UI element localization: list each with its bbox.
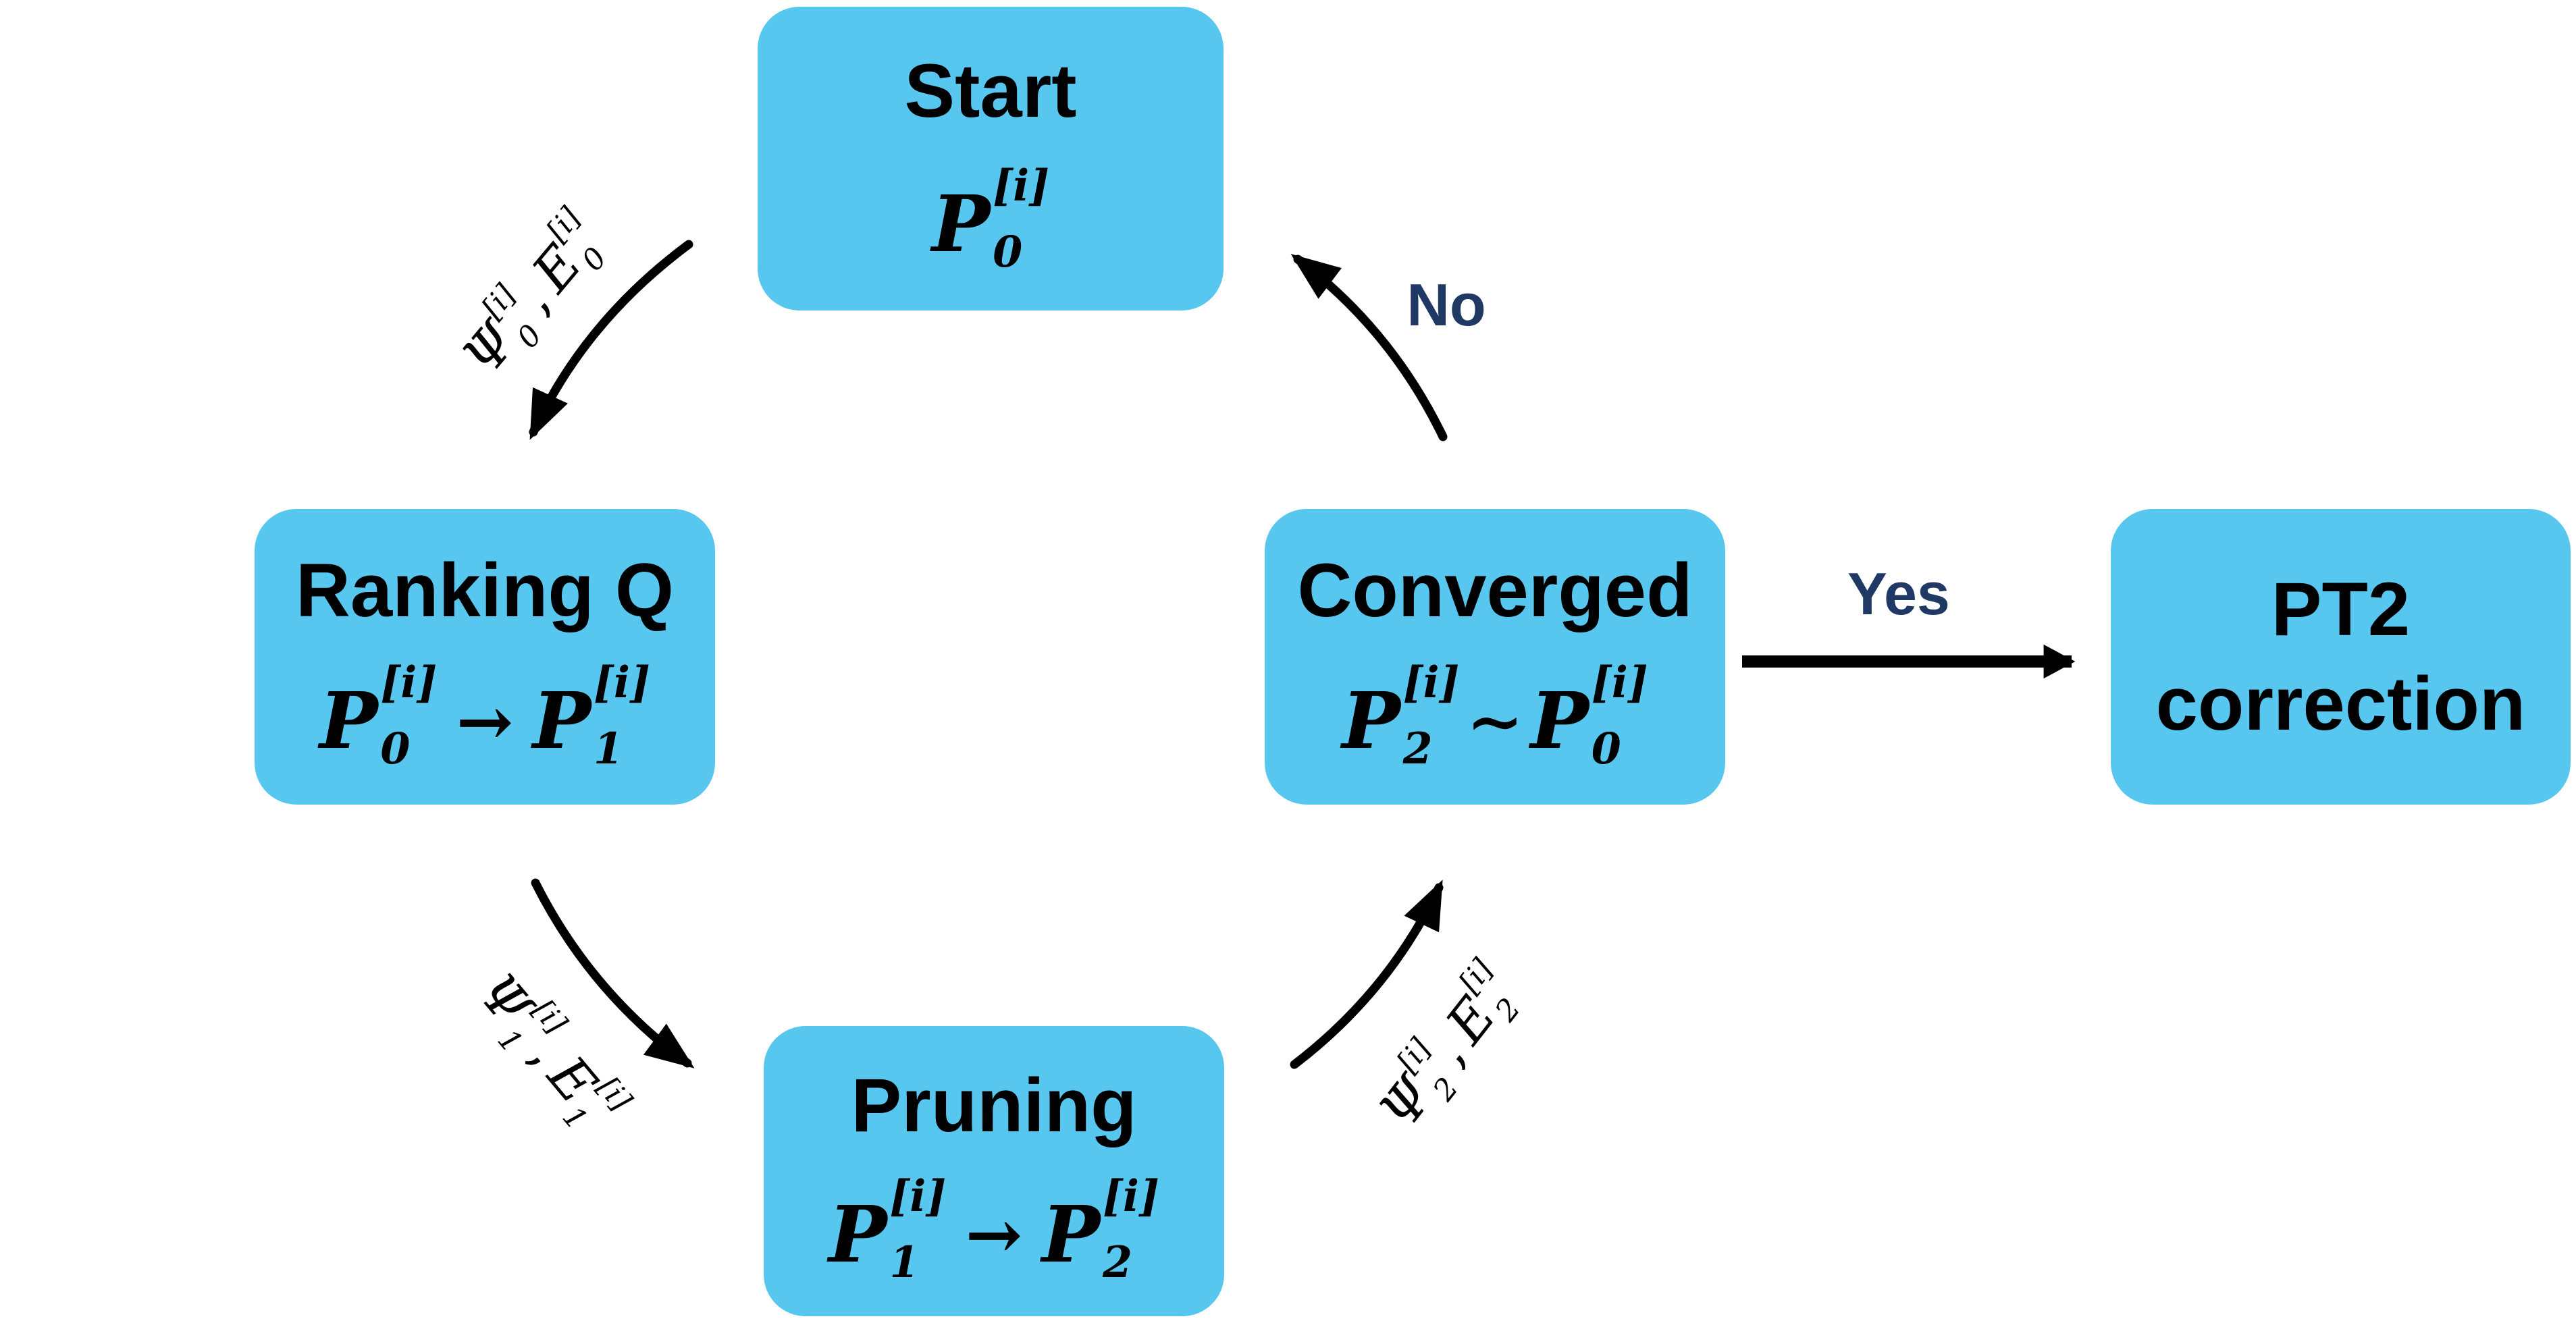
math-scripts: [i] 1 <box>889 1170 947 1287</box>
node-ranking-q: Ranking Q P[i]0 → P[i]1 <box>255 509 715 805</box>
node-pruning-formula: P[i]1 → P[i]2 <box>829 1174 1159 1284</box>
math-var: P <box>319 675 378 767</box>
math-var: P <box>1041 1189 1101 1280</box>
math-subscript: 1 <box>593 723 623 774</box>
math-superscript: [i] <box>593 657 650 707</box>
math-superscript: [i] <box>993 160 1050 211</box>
arrow-pruning-to-converged <box>1290 880 1444 1069</box>
math-superscript: [i] <box>1102 1170 1159 1221</box>
yes-label: Yes <box>1847 560 1950 627</box>
math-scripts: [i] 2 <box>1102 1170 1159 1287</box>
node-converged-title: Converged <box>1297 547 1693 632</box>
math-superscript: [i] <box>1591 657 1648 707</box>
math-subscript: 2 <box>1402 723 1433 774</box>
math-subscript: 0 <box>1591 723 1621 774</box>
math-scripts: [i] 0 <box>1591 657 1648 774</box>
math-superscript: [i] <box>1402 657 1460 707</box>
arrow-ranking-to-pruning <box>531 878 695 1069</box>
math-subscript: 2 <box>1102 1237 1132 1287</box>
math-superscript: [i] <box>380 657 438 707</box>
node-converged: Converged P[i]2 ∼ P[i]0 <box>1265 509 1725 805</box>
arrow-no-converged-to-start <box>1290 254 1448 441</box>
no-label: No <box>1407 271 1486 338</box>
node-start-title: Start <box>904 48 1077 133</box>
math-var: P <box>931 178 991 270</box>
math-superscript: [i] <box>889 1170 947 1221</box>
node-converged-formula: P[i]2 ∼ P[i]0 <box>1342 661 1648 770</box>
node-pt2-correction: PT2 correction <box>2111 509 2571 805</box>
node-pt2-title: PT2 correction <box>2155 567 2526 746</box>
arrow-operator: → <box>965 1194 1023 1275</box>
node-pruning-title: Pruning <box>851 1063 1137 1148</box>
node-ranking-title: Ranking Q <box>295 547 675 632</box>
math-var: P <box>829 1189 887 1280</box>
math-scripts: [i] 2 <box>1402 657 1460 774</box>
node-start: Start P[i]0 <box>758 7 1224 310</box>
math-var: P <box>532 675 592 767</box>
math-scripts: [i] 1 <box>593 657 650 774</box>
math-subscript: 0 <box>993 226 1023 277</box>
math-var: P <box>1530 675 1589 767</box>
node-start-formula: P[i]0 <box>931 164 1049 273</box>
math-var: P <box>1342 675 1400 767</box>
similar-operator: ∼ <box>1466 680 1524 761</box>
math-scripts: [i] 0 <box>993 160 1050 277</box>
math-subscript: 0 <box>380 723 411 774</box>
node-ranking-formula: P[i]0 → P[i]1 <box>319 661 650 770</box>
node-pruning: Pruning P[i]1 → P[i]2 <box>764 1026 1224 1316</box>
arrow-start-to-ranking <box>529 240 693 440</box>
math-subscript: 1 <box>889 1237 920 1287</box>
math-scripts: [i] 0 <box>380 657 438 774</box>
arrow-operator: → <box>456 680 514 761</box>
